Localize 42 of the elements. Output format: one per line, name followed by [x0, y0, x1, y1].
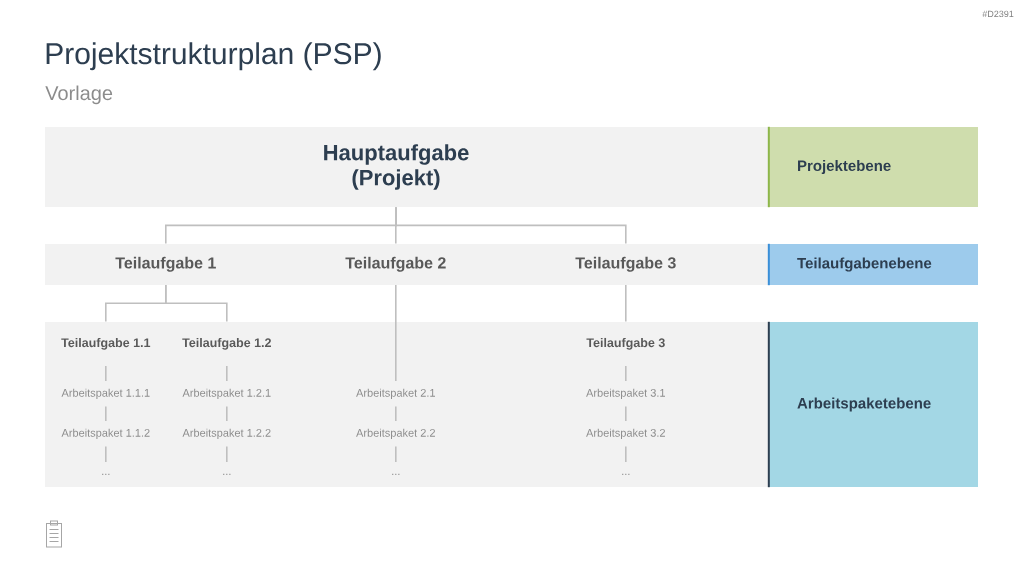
work-package-label: Arbeitspaket 1.2.1	[182, 388, 271, 399]
work-package-label: ...	[392, 473, 400, 475]
connector-line	[165, 284, 228, 323]
connector-line	[395, 445, 397, 463]
connector-line	[625, 405, 627, 422]
work-package-label: Arbeitspaket 1.2.2	[182, 428, 271, 439]
work-package-label: Arbeitspaket 1.1.2	[61, 428, 150, 439]
task-label: Teilaufgabe 1.2	[182, 337, 271, 350]
work-package-label: Arbeitspaket 2.2	[356, 428, 435, 439]
band	[45, 322, 768, 487]
task-label: Teilaufgabe 1	[115, 256, 216, 272]
title: Projektstrukturplan (PSP)	[46, 42, 381, 71]
band	[45, 244, 768, 285]
connector-line	[625, 445, 627, 463]
level-box: Arbeitspaketebene	[767, 320, 978, 489]
task-label: Teilaufgabe 1.1	[61, 337, 151, 350]
subtitle: Vorlage	[45, 85, 113, 105]
connector-line	[625, 284, 627, 323]
work-package-label: Arbeitspaket 3.1	[586, 388, 665, 399]
connector-line	[105, 365, 107, 382]
work-package-label: ...	[622, 473, 630, 475]
connector-line	[395, 206, 627, 245]
connector-line	[395, 405, 397, 422]
connector-line	[625, 365, 627, 382]
connector-line	[105, 405, 107, 422]
connector-line	[226, 365, 228, 382]
connector-line	[105, 445, 107, 463]
connector-line	[226, 405, 228, 422]
work-package-label: ...	[223, 473, 231, 475]
work-package-label: Arbeitspaket 2.1	[356, 388, 435, 399]
task-label: Teilaufgabe 3	[575, 256, 676, 272]
work-package-label: Arbeitspaket 3.2	[586, 428, 665, 439]
level-box: Projektebene	[767, 125, 978, 209]
connector-line	[395, 284, 397, 382]
main-task-band: Hauptaufgabe (Projekt)	[45, 127, 768, 207]
level-box: Teilaufgabenebene	[767, 242, 978, 287]
document-id: #D2391	[982, 10, 1014, 18]
task-label: Teilaufgabe 3	[586, 337, 665, 350]
task-label: Teilaufgabe 2	[345, 256, 446, 272]
work-package-label: ...	[102, 473, 110, 475]
work-package-label: Arbeitspaket 1.1.1	[61, 388, 150, 399]
connector-line	[226, 445, 228, 463]
